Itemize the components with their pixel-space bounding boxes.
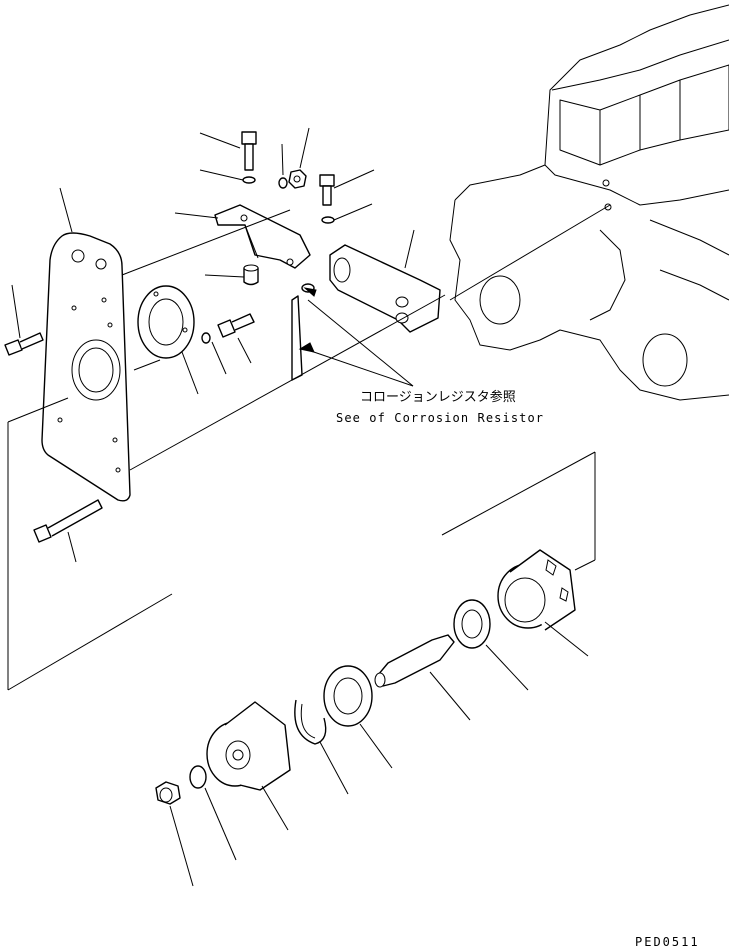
leader-lines: [7, 127, 611, 887]
washer-bracket-right: [321, 216, 335, 224]
housing: [497, 549, 576, 631]
resistor-bracket: [329, 244, 441, 333]
note-japanese: コロージョンレジスタ参照: [360, 389, 516, 405]
washer-top: [242, 176, 256, 184]
bolt-top: [241, 131, 257, 171]
gasket: [137, 285, 195, 359]
cover-housing: [206, 701, 291, 791]
mounting-plate: [41, 232, 131, 502]
bolt-plate-left: [4, 332, 44, 356]
note-english: See of Corrosion Resistor: [336, 411, 544, 425]
washer-bracket: [278, 177, 288, 189]
bearing-lower: [323, 665, 373, 727]
bolt-bracket-right: [319, 174, 335, 206]
bracket: [214, 204, 311, 269]
spacer-bracket: [243, 264, 259, 286]
bolt-gasket: [217, 313, 255, 338]
engine-block-outline: [449, 4, 729, 401]
nut-top: [288, 169, 307, 189]
nut-lower: [155, 781, 181, 805]
drawing-code: PED0511: [635, 935, 700, 949]
clamp: [291, 283, 315, 381]
washer-small: [201, 332, 211, 344]
washer-lower: [189, 765, 207, 789]
arrow-icon: [298, 287, 317, 353]
shaft: [374, 634, 455, 688]
snap-ring: [294, 699, 327, 745]
bearing-upper: [453, 599, 491, 649]
long-bolt: [33, 499, 103, 543]
